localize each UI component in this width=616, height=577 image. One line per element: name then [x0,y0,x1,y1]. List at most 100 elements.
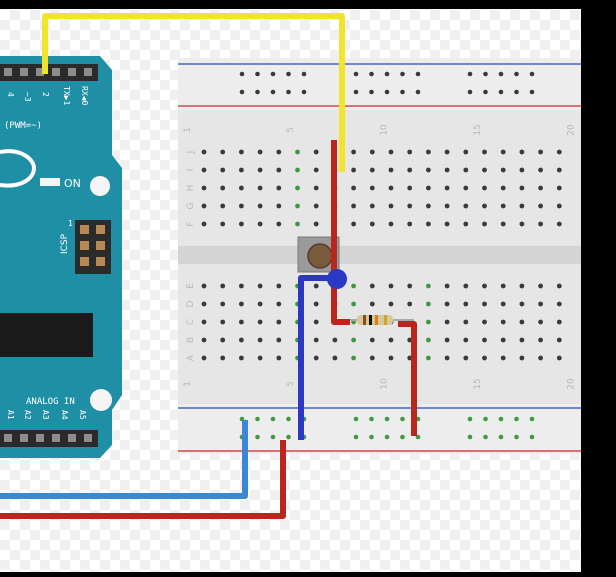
breadboard-hole [276,337,282,343]
breadboard-hole [295,221,300,227]
analog-label-a2: A2 [23,410,32,420]
breadboard-hole [201,203,207,209]
pwm-label: (PWM=~) [4,121,42,131]
breadboard-hole [444,301,450,307]
breadboard-hole [257,355,263,361]
breadboard-hole [444,337,450,343]
rail-hole [286,434,291,440]
mounting-hole [90,389,112,411]
rail-hole [369,89,374,95]
breadboard-hole [556,203,562,209]
rail-hole [353,71,359,77]
breadboard-hole [239,355,244,361]
analog-pin-labels: A1 A2 A3 A4 A5 [6,410,87,420]
breadboard-hole [369,221,375,227]
breadboard-hole [220,203,226,209]
breadboard-hole [556,319,562,325]
breadboard-hole [463,221,469,227]
rail-hole [498,416,504,422]
breadboard-hole [351,337,356,343]
rail-hole [353,416,359,422]
header-pin [4,434,12,442]
pin-label-rx: RX◀0 [80,86,89,105]
row-letter: B [186,337,196,343]
icsp-pin [96,257,105,266]
breadboard-hole [556,167,562,173]
breadboard-hole [407,337,413,343]
breadboard-hole [426,355,431,361]
breadboard-hole [444,167,450,173]
breadboard-hole [276,221,282,227]
breadboard-hole [482,167,487,173]
breadboard-hole [257,203,263,209]
header-pin [84,68,92,76]
rail-hole [483,434,488,440]
breadboard-hole [239,221,244,227]
rail-hole [483,89,488,95]
breadboard-hole [556,221,562,227]
breadboard-hole [220,319,226,325]
header-pin [20,434,28,442]
breadboard-hole [482,301,487,307]
rail-hole [384,89,390,95]
icsp-pin [80,225,89,234]
breadboard-hole [276,283,282,289]
rail-hole [498,89,504,95]
breadboard-hole [257,337,263,343]
pin-label-tx: TX▶1 [62,86,71,105]
icsp-pin [96,225,105,234]
breadboard-hole [407,203,413,209]
arduino-pcb [0,56,122,458]
rail-hole [415,71,421,77]
header-pin [68,68,76,76]
breadboard-hole [538,283,543,289]
breadboard-hole [313,337,319,343]
breadboard-hole [482,221,487,227]
breadboard-hole [538,185,543,191]
row-letter: J [186,151,196,155]
breadboard-hole [239,185,244,191]
header-pin [84,434,92,442]
breadboard-hole [519,149,525,155]
breadboard-hole [556,185,562,191]
column-number: 20 [566,124,576,136]
analog-in-label: ANALOG IN [26,397,75,407]
breadboard-hole [426,283,431,289]
column-number: 15 [473,124,483,135]
breadboard-hole [313,203,319,209]
breadboard-hole [201,185,207,191]
breadboard-hole [556,283,562,289]
breadboard-hole [538,167,543,173]
rail-hole [369,434,374,440]
breadboard-hole [220,301,226,307]
breadboard-hole [313,301,319,307]
breadboard-hole [463,301,469,307]
breadboard-hole [239,203,244,209]
breadboard-hole [201,167,207,173]
header-pin [36,434,44,442]
wire-red-button-to-resistor [331,140,350,325]
breadboard-hole [257,167,263,173]
breadboard-hole [351,203,356,209]
breadboard-hole [239,337,244,343]
pin-label-3: ~3 [23,92,32,102]
breadboard-hole [500,203,506,209]
breadboard-hole [369,337,375,343]
pin-label-4: 4 [6,92,15,97]
breadboard-hole [444,319,450,325]
breadboard-hole [538,301,543,307]
breadboard-hole [538,221,543,227]
header-pin [4,68,12,76]
breadboard-hole [463,149,469,155]
breadboard-hole [500,221,506,227]
breadboard-hole [519,167,525,173]
reset-area-circle [90,176,110,196]
breadboard-hole [463,185,469,191]
row-letter: I [186,169,196,172]
breadboard-hole [276,167,282,173]
breadboard-hole [201,221,207,227]
breadboard-hole [444,221,450,227]
breadboard-hole [201,301,207,307]
breadboard-hole [388,337,394,343]
rail-hole [400,71,405,77]
